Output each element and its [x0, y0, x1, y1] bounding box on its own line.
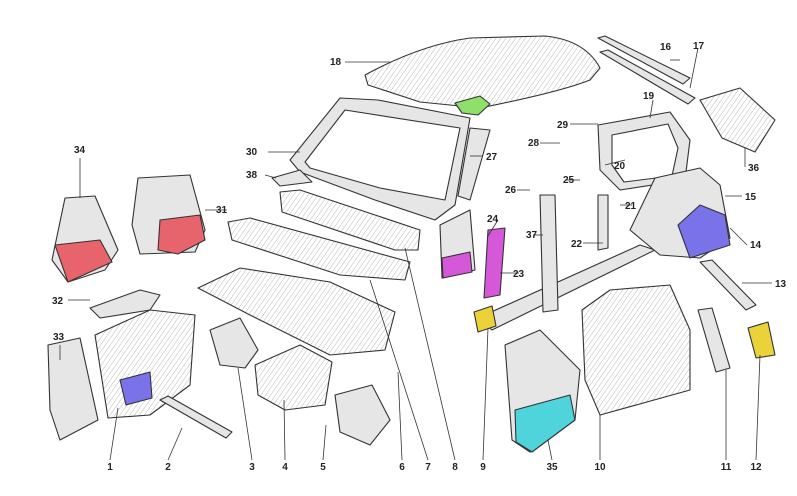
part-rail-2 [159, 395, 233, 439]
callout-31: 31 [216, 205, 228, 216]
part-dash-panel [227, 217, 411, 281]
wheel-arch-highlight [677, 204, 731, 259]
callout-26: 26 [505, 185, 517, 196]
callout-4: 4 [282, 462, 288, 473]
part-cowl-panel [279, 189, 421, 251]
part-rear-panel-36 [699, 87, 776, 153]
callout-11: 11 [721, 462, 732, 473]
callout-25: 25 [563, 175, 575, 186]
sill-front-highlight [473, 305, 497, 333]
leader-lines [59, 47, 772, 461]
part-a-pillar [457, 127, 491, 201]
callout-10: 10 [594, 462, 606, 473]
part-bracket [271, 169, 313, 187]
callout-24: 24 [487, 214, 499, 225]
part-front-door-pillar [504, 329, 581, 453]
callout-13: 13 [775, 279, 787, 290]
part-roof-rails [597, 35, 696, 105]
callout-19: 19 [643, 91, 655, 102]
callout-29: 29 [557, 120, 569, 131]
front-member-highlight [119, 371, 153, 406]
part-front-wheelhouse [254, 344, 333, 411]
b-pillar-highlight [441, 251, 473, 279]
callout-7: 7 [425, 462, 431, 473]
inner-31-highlight [157, 214, 206, 255]
part-bracket-5 [334, 384, 391, 446]
part-front-inner-33 [47, 337, 99, 441]
callout-32: 32 [52, 296, 64, 307]
part-floor-pan [197, 267, 396, 356]
pillar-lower-highlight [514, 394, 576, 453]
callout-28: 28 [528, 138, 540, 149]
roof-front-highlight [454, 95, 491, 116]
callout-9: 9 [480, 462, 486, 473]
callout-21: 21 [625, 201, 637, 212]
callout-14: 14 [750, 240, 762, 251]
inner-34-highlight [54, 239, 113, 283]
part-center-pillar [539, 194, 559, 313]
part-rear-inner-34 [51, 195, 119, 283]
part-pillar-panel-22 [597, 194, 609, 251]
part-bracket-12 [747, 321, 776, 359]
callout-38: 38 [246, 170, 258, 181]
callout-23: 23 [513, 269, 525, 280]
callout-12: 12 [750, 462, 762, 473]
part-rear-wheel-arch [629, 167, 731, 259]
callout-35: 35 [546, 462, 558, 473]
callout-3: 3 [249, 462, 255, 473]
callout-22: 22 [571, 239, 583, 250]
callout-36: 36 [748, 163, 760, 174]
part-front-side-member [94, 309, 196, 419]
part-bracket-3 [209, 317, 259, 369]
callout-27: 27 [486, 152, 498, 163]
callout-2: 2 [165, 462, 171, 473]
callout-8: 8 [452, 462, 458, 473]
callout-1: 1 [107, 462, 113, 473]
callout-labels: 1 2 3 4 5 6 7 8 9 10 11 12 13 14 15 16 1… [52, 41, 787, 473]
callout-20: 20 [614, 161, 626, 172]
callout-16: 16 [660, 42, 672, 53]
part-bracket-11 [697, 307, 731, 373]
callout-37: 37 [526, 230, 538, 241]
part-b-pillar-reinforcement [439, 209, 506, 299]
part-roof [364, 35, 601, 116]
callout-30: 30 [246, 147, 258, 158]
callout-17: 17 [693, 41, 705, 52]
part-rear-inner-31 [131, 174, 206, 255]
part-rear-side-panel [581, 284, 691, 416]
callout-33: 33 [53, 332, 65, 343]
callout-34: 34 [74, 145, 86, 156]
callout-5: 5 [320, 462, 326, 473]
callout-6: 6 [399, 462, 405, 473]
callout-15: 15 [745, 192, 757, 203]
callout-18: 18 [330, 57, 342, 68]
part-windshield-frame [289, 97, 471, 221]
part-rear-member [699, 259, 757, 311]
part-reinforcement-32 [89, 289, 161, 319]
part-sill [473, 244, 656, 333]
